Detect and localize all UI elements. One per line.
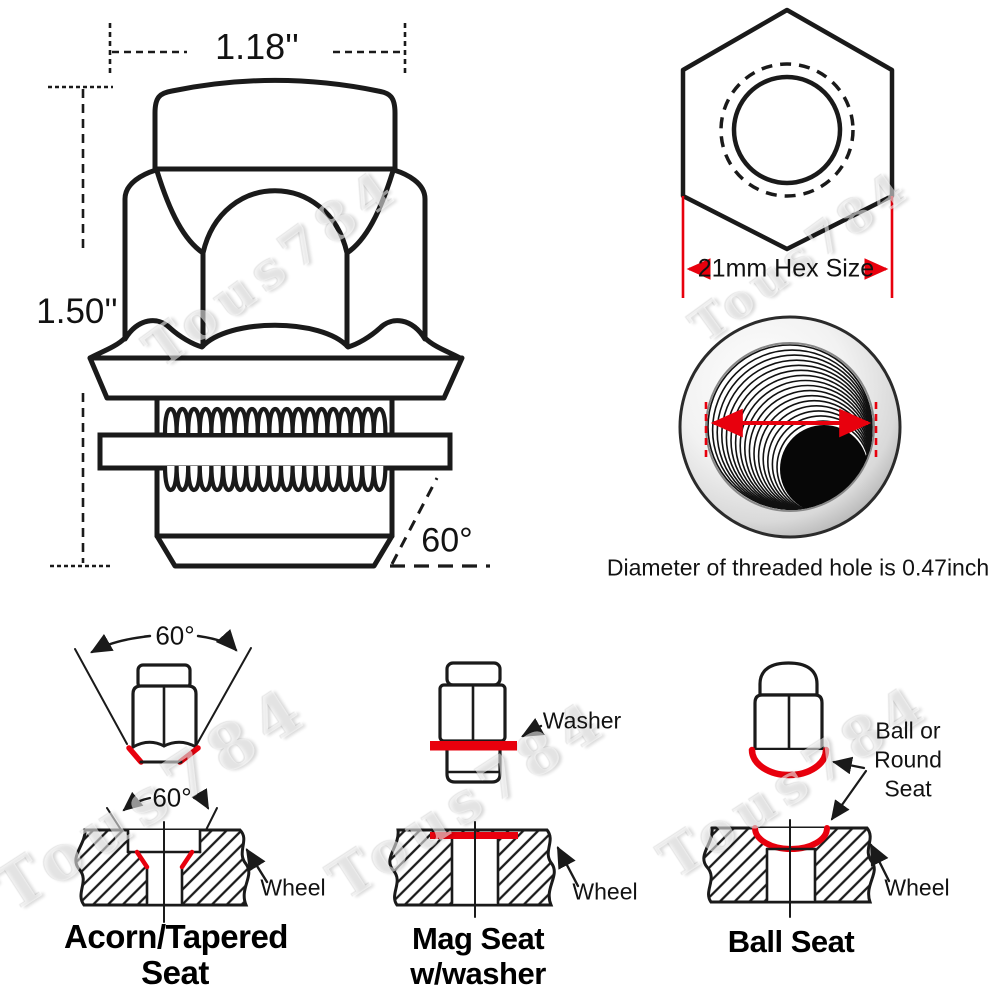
ball-wheel-drawing (702, 819, 891, 918)
acorn-title-line2: Seat (141, 953, 209, 991)
taper-angle-label: 60° (421, 521, 473, 560)
seat-arrow-nut (832, 756, 866, 775)
mag-title-line1: Mag Seat (411, 920, 545, 956)
acorn-seat-angle-label: 60° (152, 782, 192, 813)
threaded-hole-photo (678, 315, 902, 539)
wheel-arrow (869, 843, 891, 883)
wheel-arrow (556, 846, 580, 888)
wheel-arrow (245, 848, 269, 884)
lug-nut-side-view (87, 78, 465, 569)
nut-flange (87, 355, 465, 401)
acorn-cone-angle-label: 60° (155, 620, 195, 651)
washer-arrow (521, 718, 545, 738)
ball-seat-label-line1: Ball or (875, 717, 941, 744)
hole-circle (731, 74, 843, 186)
mag-wheel-label: Wheel (572, 878, 638, 905)
ball-nut-drawing (748, 661, 868, 821)
washer-side-view (97, 432, 453, 471)
hex-size-label: 21mm Hex Size (697, 254, 875, 283)
acorn-wheel-drawing (74, 788, 269, 923)
nut-cap (152, 78, 398, 172)
mag-nut-drawing (430, 661, 545, 784)
ball-seat-label-line2: Round (874, 746, 942, 773)
height-dimension-label: 1.50'' (36, 291, 118, 331)
ball-seat-label-line3: Seat (884, 775, 932, 802)
acorn-wheel-label: Wheel (260, 874, 326, 901)
dimension-width (108, 23, 407, 74)
acorn-nut-drawing (74, 629, 252, 765)
mag-wheel-drawing (388, 821, 580, 918)
hex-size-arrows (681, 196, 894, 298)
mag-washer-label: Washer (542, 707, 622, 734)
ball-seat-red (748, 746, 830, 779)
taper-angle-annotation (390, 477, 490, 568)
hole-diameter-caption: Diameter of threaded hole is 0.47inch (606, 554, 990, 581)
ball-wheel-label: Wheel (884, 874, 950, 901)
washer-red (430, 741, 517, 751)
ball-title: Ball Seat (727, 923, 855, 959)
mag-title-line2: w/washer (410, 955, 546, 991)
thread-pitch-circle (719, 62, 855, 198)
acorn-title-line1: Acorn/Tapered (64, 917, 288, 955)
seat-arrow-wheel (830, 769, 868, 821)
ball-seat-label: Ball or Round Seat (874, 717, 942, 804)
width-dimension-label: 1.18'' (215, 26, 299, 68)
dimension-height (48, 85, 113, 568)
hole-diameter-arrow (704, 402, 878, 459)
hex-top-view (680, 7, 895, 252)
